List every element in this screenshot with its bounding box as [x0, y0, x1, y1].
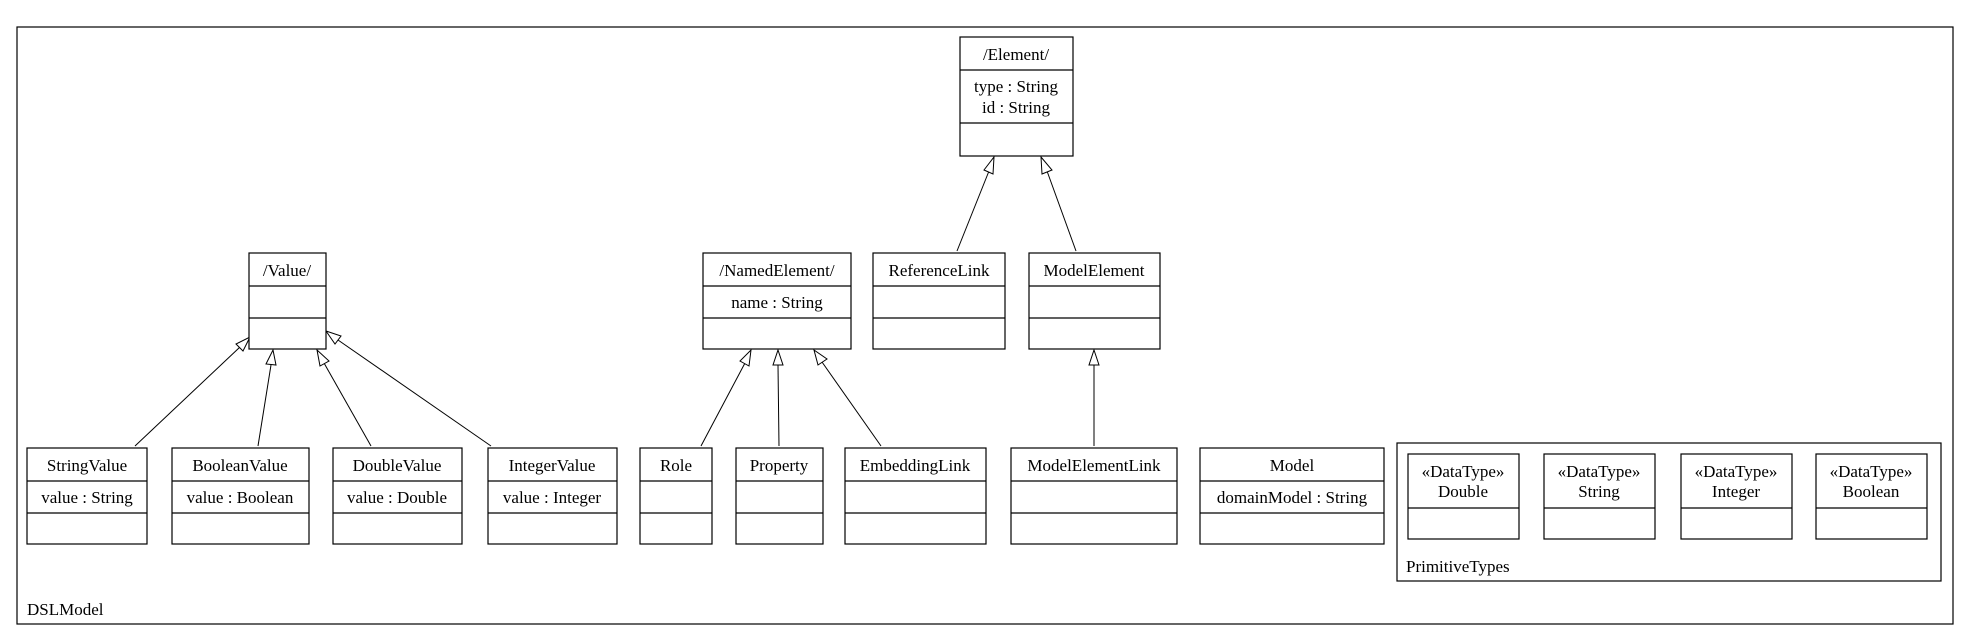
class-doublevalue-name: DoubleValue — [353, 456, 442, 475]
class-element-name: /Element/ — [983, 45, 1049, 64]
datatype-double[interactable]: «DataType» Double — [1407, 453, 1520, 540]
class-role[interactable]: Role — [639, 447, 713, 545]
class-integervalue-attr-value: value : Integer — [503, 488, 602, 507]
edge-booleanvalue-value — [257, 348, 277, 447]
datatype-double-name: Double — [1438, 482, 1488, 501]
datatype-integer[interactable]: «DataType» Integer — [1680, 453, 1793, 540]
class-model[interactable]: Model domainModel : String — [1199, 447, 1385, 545]
datatype-boolean-stereotype: «DataType» — [1830, 462, 1913, 481]
edge-stringvalue-value — [134, 335, 252, 447]
package-primitivetypes-label: PrimitiveTypes — [1406, 557, 1510, 576]
class-modelelement-name: ModelElement — [1043, 261, 1144, 280]
class-value[interactable]: /Value/ — [248, 252, 327, 350]
edge-embeddinglink-namedelement — [813, 348, 882, 447]
class-stringvalue-name: StringValue — [47, 456, 127, 475]
class-integervalue-name: IntegerValue — [509, 456, 596, 475]
package-dslmodel-label: DSLModel — [27, 600, 104, 619]
datatype-integer-stereotype: «DataType» — [1695, 462, 1778, 481]
class-element-attr-id: id : String — [982, 98, 1051, 117]
edge-property-namedelement — [772, 348, 784, 447]
datatype-string[interactable]: «DataType» String — [1543, 453, 1656, 540]
class-embeddinglink[interactable]: EmbeddingLink — [844, 447, 987, 545]
class-element[interactable]: /Element/ type : String id : String — [959, 36, 1074, 157]
datatype-boolean-name: Boolean — [1843, 482, 1900, 501]
class-referencelink[interactable]: ReferenceLink — [872, 252, 1006, 350]
edge-integervalue-value — [324, 330, 492, 447]
class-modelelementlink[interactable]: ModelElementLink — [1010, 447, 1178, 545]
class-booleanvalue[interactable]: BooleanValue value : Boolean — [171, 447, 310, 545]
edge-doublevalue-value — [316, 348, 372, 447]
class-stringvalue-attr-value: value : String — [41, 488, 133, 507]
package-primitivetypes-frame — [1396, 442, 1942, 582]
class-modelelement[interactable]: ModelElement — [1028, 252, 1161, 350]
class-model-attr-domainmodel: domainModel : String — [1217, 488, 1368, 507]
class-property-name: Property — [750, 456, 809, 475]
edge-referencelink-element — [956, 155, 995, 252]
class-doublevalue[interactable]: DoubleValue value : Double — [332, 447, 463, 545]
class-namedelement-name: /NamedElement/ — [719, 261, 834, 280]
class-modelelementlink-name: ModelElementLink — [1027, 456, 1161, 475]
class-namedelement[interactable]: /NamedElement/ name : String — [702, 252, 852, 350]
class-embeddinglink-name: EmbeddingLink — [860, 456, 971, 475]
class-property[interactable]: Property — [735, 447, 824, 545]
class-stringvalue[interactable]: StringValue value : String — [26, 447, 148, 545]
package-dslmodel: DSLModel — [16, 26, 1954, 625]
datatype-string-name: String — [1578, 482, 1620, 501]
datatype-double-stereotype: «DataType» — [1422, 462, 1505, 481]
class-referencelink-name: ReferenceLink — [889, 261, 990, 280]
class-value-name: /Value/ — [263, 261, 311, 280]
datatype-string-stereotype: «DataType» — [1558, 462, 1641, 481]
generalization-edges — [134, 155, 1100, 447]
edge-modelelement-element — [1040, 155, 1077, 252]
class-element-attr-type: type : String — [974, 77, 1059, 96]
class-doublevalue-attr-value: value : Double — [347, 488, 447, 507]
datatype-boolean[interactable]: «DataType» Boolean — [1815, 453, 1928, 540]
class-role-name: Role — [660, 456, 692, 475]
class-model-name: Model — [1270, 456, 1315, 475]
class-booleanvalue-attr-value: value : Boolean — [187, 488, 294, 507]
datatype-integer-name: Integer — [1712, 482, 1760, 501]
class-booleanvalue-name: BooleanValue — [192, 456, 287, 475]
class-integervalue[interactable]: IntegerValue value : Integer — [487, 447, 618, 545]
class-namedelement-attr-name: name : String — [731, 293, 823, 312]
edge-role-namedelement — [700, 348, 752, 447]
edge-modelelementlink-modelelement — [1088, 348, 1100, 446]
package-dslmodel-frame — [16, 26, 1954, 625]
package-primitivetypes: PrimitiveTypes — [1396, 442, 1942, 582]
